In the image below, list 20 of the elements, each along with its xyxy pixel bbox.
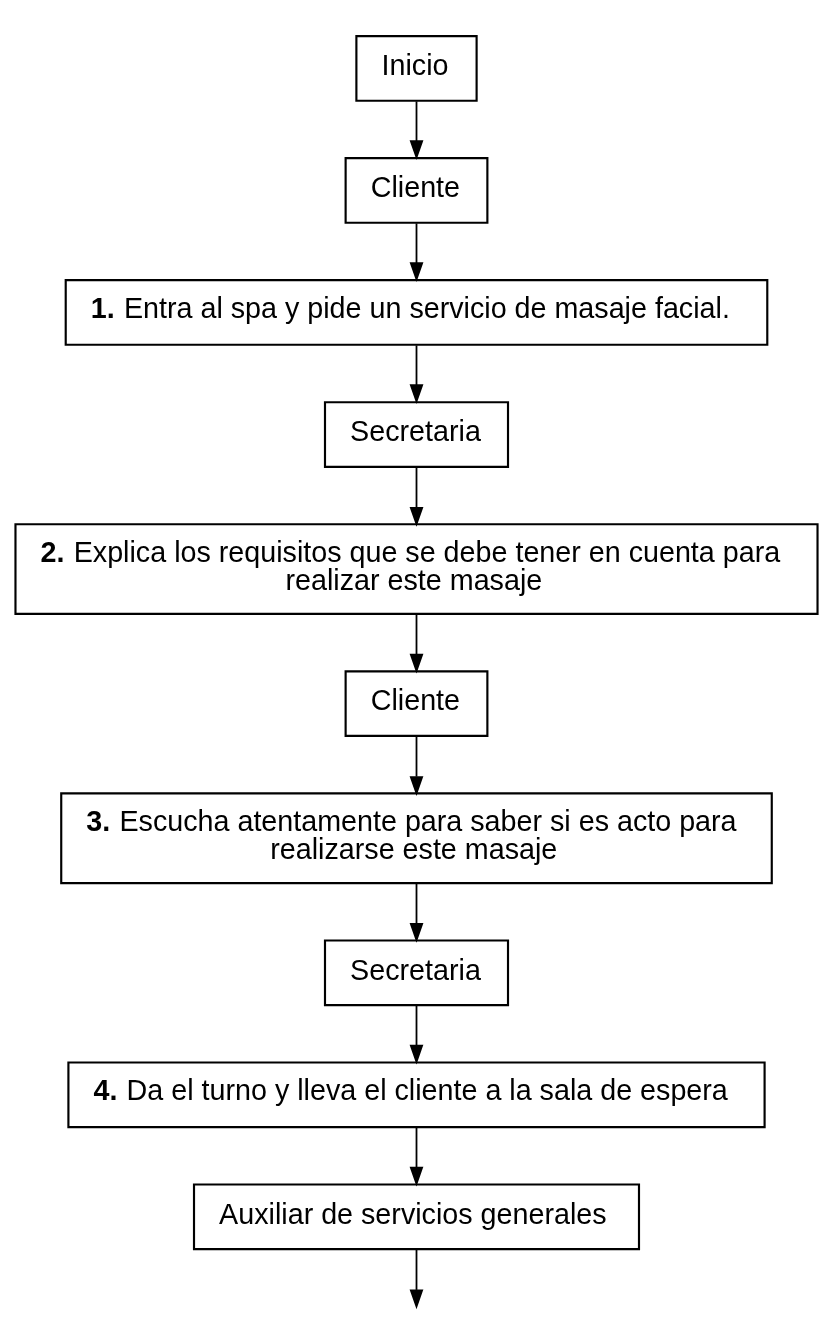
node-box: Cliente <box>344 156 489 224</box>
node-box: 4. Da el turno y lleva el cliente a la sala de espera <box>67 1060 766 1128</box>
arrow <box>409 613 424 674</box>
arrow <box>409 222 424 282</box>
arrow <box>409 1004 424 1064</box>
arrow <box>409 882 424 943</box>
node-box: Secretaria <box>323 400 510 468</box>
node-box: Inicio <box>355 34 478 102</box>
node-box: Secretaria <box>323 938 510 1006</box>
node-box: 1. Entra al spa y pide un servicio de masaje facial. <box>64 278 769 346</box>
node-box: Auxiliar de servicios generales <box>192 1182 641 1250</box>
node-box: 2. Explica los requisitos que se debe tener en cuenta para realizar este masaje <box>14 522 819 615</box>
arrow <box>409 344 424 404</box>
arrow <box>409 465 424 527</box>
arrow <box>409 735 424 796</box>
node-box: 3. Escucha atentamente para saber si es acto para realizarse este masaje <box>60 791 773 884</box>
arrow <box>409 1126 424 1186</box>
arrow <box>409 100 424 160</box>
arrow <box>409 1247 424 1309</box>
node-box: Cliente <box>344 669 489 737</box>
